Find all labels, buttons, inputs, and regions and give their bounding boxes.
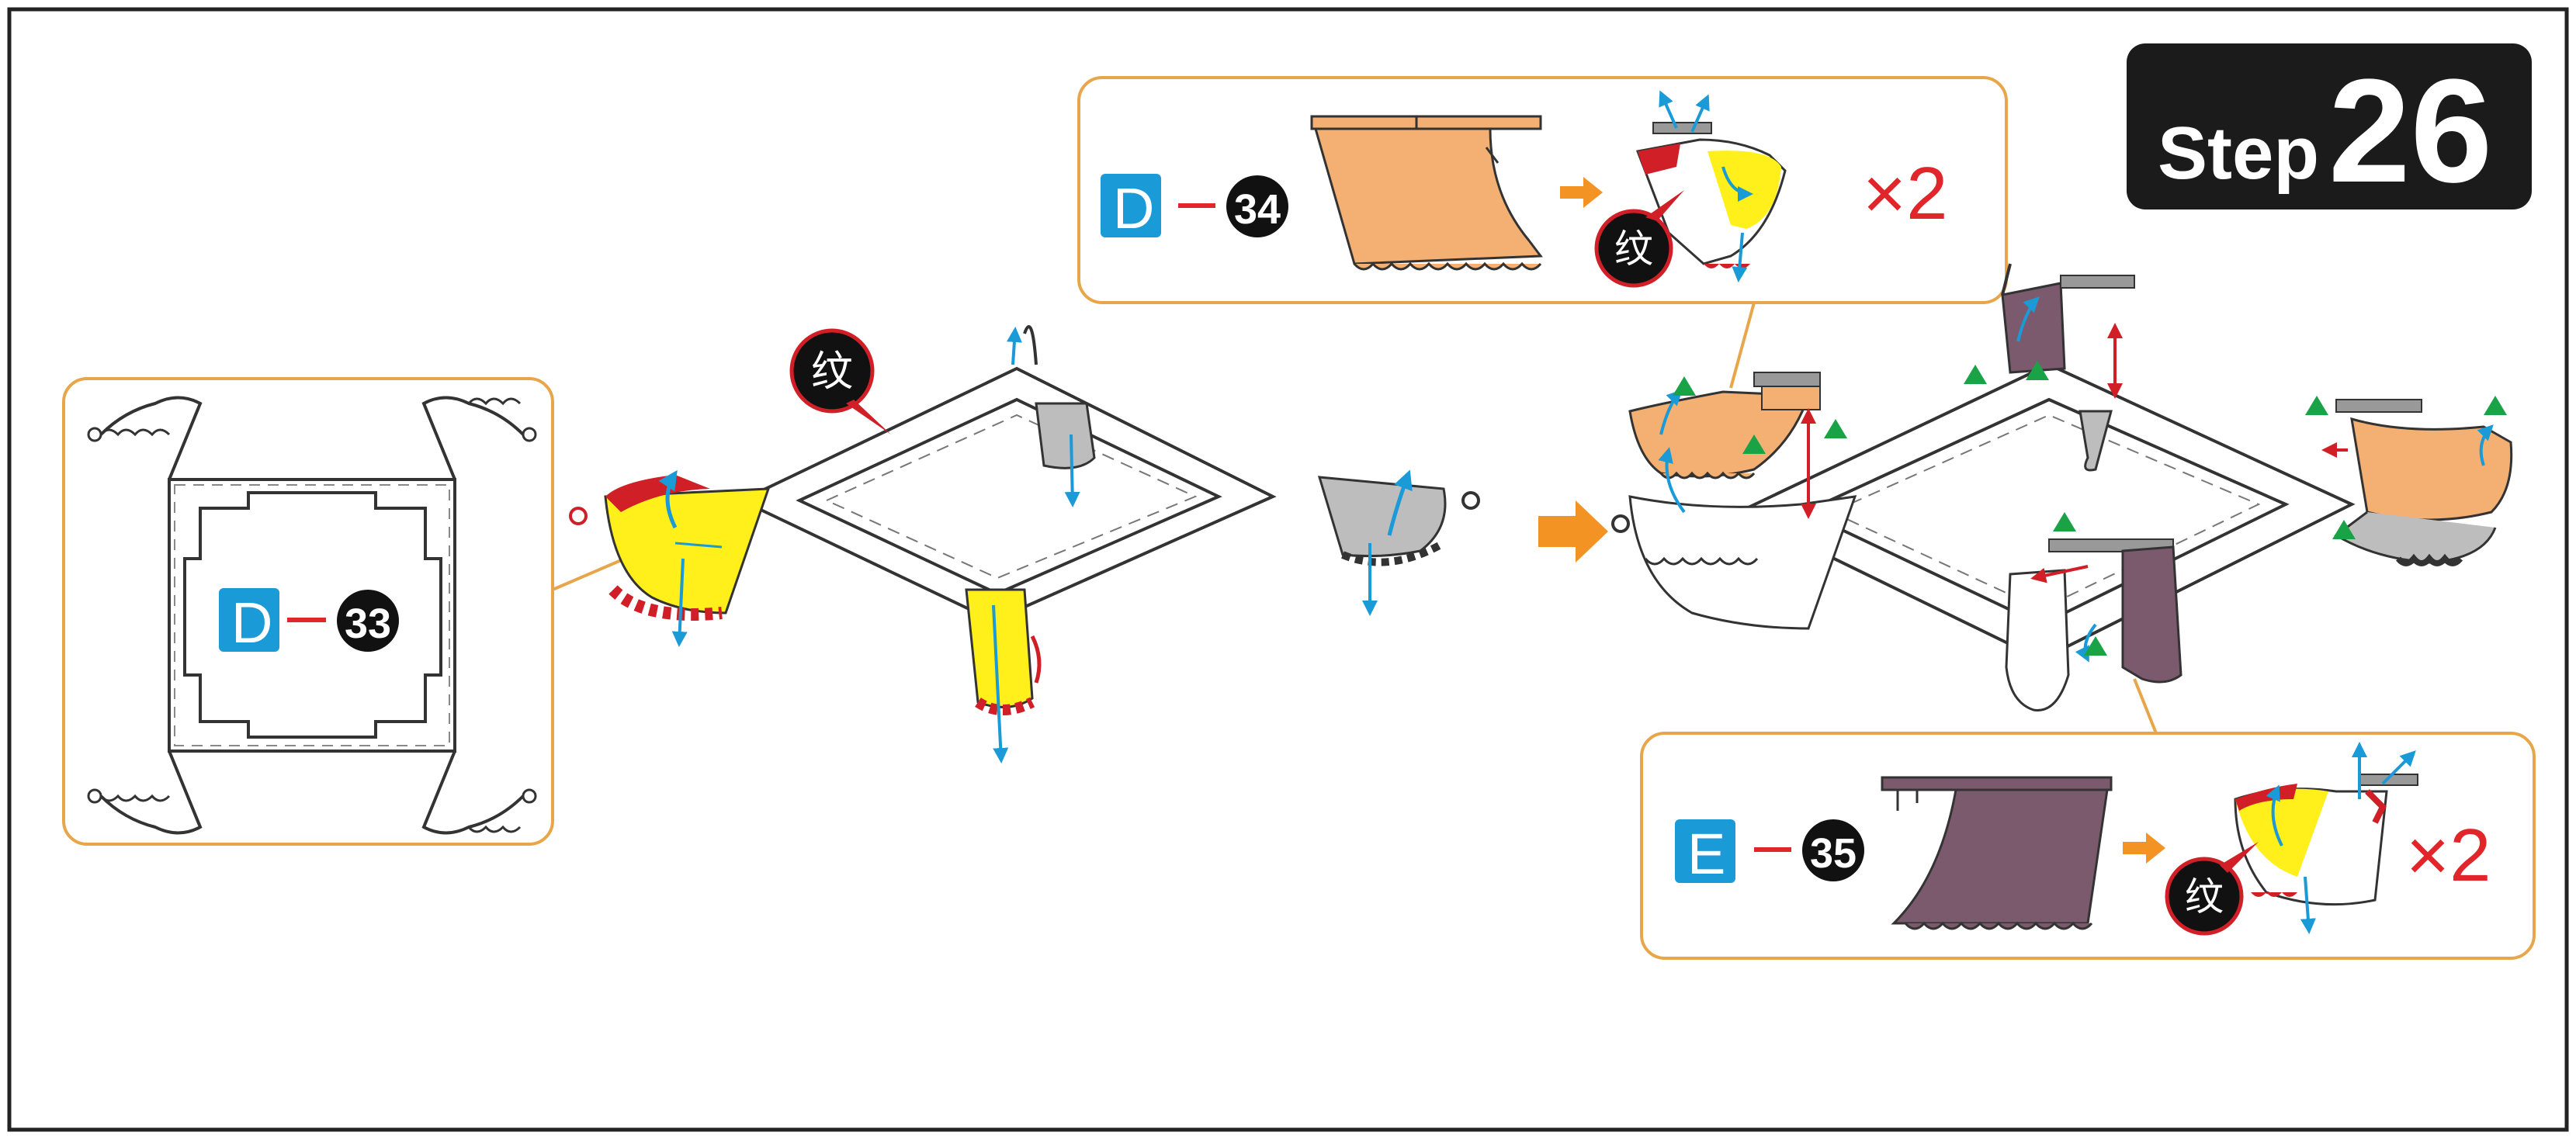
part-number-circle [1226, 175, 1288, 237]
part-number-34: 34 [1234, 186, 1281, 233]
sheet-badge-e [1675, 819, 1735, 883]
right-assembly [1538, 263, 2513, 738]
part-34-folded [1635, 90, 1787, 282]
part-number-33: 33 [345, 601, 391, 647]
sheet-letter-d-top: D [1113, 176, 1154, 241]
part-34-flat [1310, 115, 1543, 271]
emboss-mark-label: 纹 [2185, 874, 2224, 919]
label-dash [1754, 847, 1791, 852]
sheet-badge-d [219, 588, 279, 652]
sheet-letter-d-left: D [231, 590, 272, 655]
label-dash [1178, 203, 1215, 208]
emboss-mark-label: 纹 [1614, 227, 1653, 272]
emboss-mark-icon: 纹 [1594, 190, 1684, 288]
part-number-circle [337, 590, 399, 652]
part-number-circle [1802, 819, 1864, 881]
emboss-mark-icon: 纹 [789, 328, 891, 434]
label-dash [287, 618, 326, 622]
glue-triangle-icon [1673, 361, 2507, 656]
part-35-folded [2234, 742, 2418, 934]
emboss-mark-label: 纹 [811, 347, 853, 396]
emboss-mark-icon: 纹 [2165, 842, 2259, 936]
left-assembly: 纹 [569, 324, 1480, 763]
step-badge: Step 26 [2127, 43, 2532, 213]
step-number: 26 [2328, 49, 2492, 213]
direction-arrow-icon [1538, 500, 1608, 563]
callout-top: D 34 纹 ×2 [1077, 76, 2008, 389]
direction-arrow-icon [2123, 833, 2165, 864]
part-35-flat [1881, 776, 2113, 930]
detail-box-left: D 33 [62, 377, 626, 846]
multiplier-top: ×2 [1863, 152, 1947, 235]
sheet-badge-d [1101, 174, 1161, 237]
callout-bottom: E 35 纹 ×2 [1640, 732, 2536, 960]
part-number-35: 35 [1810, 830, 1857, 877]
step-word: Step [2158, 112, 2319, 195]
sheet-letter-e: E [1687, 822, 1725, 886]
direction-arrow-icon [1560, 177, 1603, 208]
multiplier-bottom: ×2 [2406, 814, 2491, 897]
